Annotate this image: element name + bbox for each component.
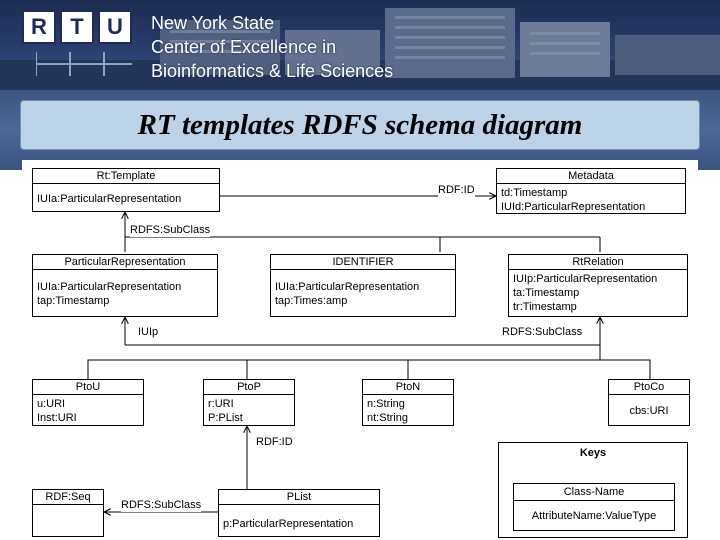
key-class-name: Class-Name bbox=[514, 484, 674, 501]
class-metadata: Metadata td:Timestamp IUId:ParticularRep… bbox=[496, 168, 686, 214]
class-ptoco: PtoCo cbs:URI bbox=[608, 379, 690, 426]
edge-label-iuip: IUIp bbox=[138, 326, 159, 339]
class-name: IDENTIFIER bbox=[271, 255, 455, 270]
class-attribute: r:URI bbox=[208, 398, 234, 410]
class-name: PtoN bbox=[363, 380, 453, 395]
class-attribute: tr:Timestamp bbox=[513, 301, 577, 313]
class-name: RDF:Seq bbox=[33, 490, 103, 505]
class-rt-relation: RtRelation IUIp:ParticularRepresentation… bbox=[508, 254, 688, 317]
class-rt-template: Rt:Template IUIa:ParticularRepresentatio… bbox=[32, 168, 220, 212]
edge-label-subclass: RDFS:SubClass bbox=[121, 499, 202, 512]
key-class-box: Class-Name AttributeName:ValueType bbox=[513, 483, 675, 531]
class-attribute: Inst:URI bbox=[37, 412, 77, 424]
class-plist: PList p:ParticularRepresentation bbox=[218, 489, 380, 537]
header-line-center: Center of Excellence in bbox=[151, 37, 337, 57]
logo-letter: R bbox=[22, 10, 56, 44]
logo-letter: T bbox=[60, 10, 94, 44]
class-name: ParticularRepresentation bbox=[33, 255, 217, 270]
class-name: PtoU bbox=[33, 380, 143, 395]
edge-label-rdf-id: RDF:ID bbox=[438, 184, 475, 197]
slide-title: RT templates RDFS schema diagram bbox=[20, 100, 700, 150]
header-line-state: New York State bbox=[151, 13, 275, 33]
keys-legend: Keys Class-Name AttributeName:ValueType bbox=[498, 442, 688, 538]
edge-label-subclass: RDFS:SubClass bbox=[502, 326, 583, 339]
class-attribute: IUIp:ParticularRepresentation bbox=[513, 273, 658, 285]
class-ptop: PtoP r:URI P:PList bbox=[203, 379, 295, 426]
class-identifier: IDENTIFIER IUIa:ParticularRepresentation… bbox=[270, 254, 456, 317]
logo-letter: U bbox=[98, 10, 132, 44]
header-banner: R T U New York State Center of Excellenc… bbox=[0, 0, 720, 90]
class-attribute: IUId:ParticularRepresentation bbox=[501, 201, 646, 213]
rtu-logo: R T U bbox=[22, 10, 132, 44]
class-attribute: u:URI bbox=[37, 398, 66, 410]
class-attribute: nt:String bbox=[367, 412, 408, 424]
class-attribute bbox=[37, 507, 99, 521]
class-attribute: cbs:URI bbox=[629, 405, 669, 417]
logo-decoration bbox=[36, 52, 132, 76]
class-name: Metadata bbox=[497, 169, 685, 184]
class-attribute: IUIa:ParticularRepresentation bbox=[37, 193, 182, 205]
class-ptou: PtoU u:URI Inst:URI bbox=[32, 379, 144, 426]
class-attribute: IUIa:ParticularRepresentation bbox=[275, 281, 420, 293]
key-attribute: AttributeName:ValueType bbox=[531, 510, 657, 522]
class-name: RtRelation bbox=[509, 255, 687, 270]
class-attribute: n:String bbox=[367, 398, 405, 410]
class-attribute: ta:Timestamp bbox=[513, 287, 580, 299]
class-rdf-seq: RDF:Seq bbox=[32, 489, 104, 537]
class-attribute: tap:Timestamp bbox=[37, 295, 110, 307]
header-line-field: Bioinformatics & Life Sciences bbox=[151, 61, 394, 81]
class-pton: PtoN n:String nt:String bbox=[362, 379, 454, 426]
class-attribute: IUIa:ParticularRepresentation bbox=[37, 281, 182, 293]
class-name: Rt:Template bbox=[33, 169, 219, 184]
class-name: PtoP bbox=[204, 380, 294, 395]
class-attribute: p:ParticularRepresentation bbox=[223, 518, 354, 530]
class-name: PtoCo bbox=[609, 380, 689, 395]
class-attribute: tap:Times:amp bbox=[275, 295, 348, 307]
class-attribute: P:PList bbox=[208, 412, 243, 424]
edge-label-rdf-id: RDF:ID bbox=[256, 436, 293, 449]
class-particular-representation: ParticularRepresentation IUIa:Particular… bbox=[32, 254, 218, 317]
class-name: PList bbox=[219, 490, 379, 505]
class-attribute: td:Timestamp bbox=[501, 187, 568, 199]
edge-label-subclass: RDFS:SubClass bbox=[130, 224, 211, 237]
keys-title: Keys bbox=[579, 447, 607, 459]
